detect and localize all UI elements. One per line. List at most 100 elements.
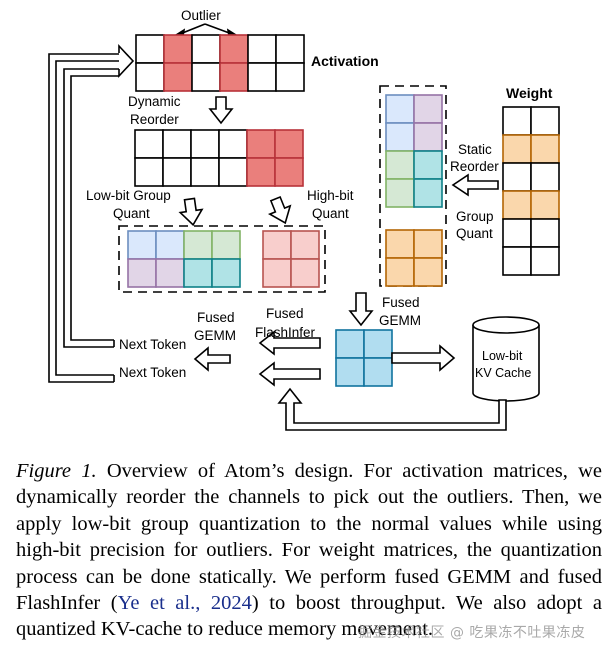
quantized-weight-blocks [385,94,443,287]
kv-cache-label-line2: KV Cache [475,366,531,380]
weight-orange-cell [385,229,415,259]
activation-cell [134,157,164,187]
activation-cell [190,157,220,187]
low-bit-teal-cell [211,258,241,288]
fused-gemm-right-label-line2: GEMM [379,313,421,328]
group-quant-label-line2: Quant [456,226,493,241]
weight-outlier-cell [502,190,532,220]
outlier-cell [219,34,249,64]
weight-label: Weight [506,85,553,101]
outlier-cell [163,62,193,92]
output-cell [363,357,393,387]
group-quant-label-line1: Group [456,209,494,224]
output-matrix [335,329,393,387]
low-bit-group-quant-label-line2: Quant [113,206,150,221]
outlier-cell [246,129,276,159]
weight-purple-cell [413,122,443,152]
high-bit-cell [262,258,292,288]
fused-gemm-down-arrow-icon [348,292,374,327]
dynamic-reorder-arrow-icon [208,96,234,125]
outlier-cell [246,157,276,187]
fused-flashinfer-label-line1: Fused [266,306,304,321]
fused-gemm-left-label-line1: Fused [197,310,235,325]
outlier-cell [274,157,304,187]
output-cell [335,357,365,387]
high-bit-outlier-block [262,230,320,288]
flashinfer-arrow-upper-icon [258,330,321,356]
activation-cell [190,129,220,159]
activation-label: Activation [311,53,379,69]
kv-cache-label-line1: Low-bit [482,349,523,363]
activation-cell [135,34,165,64]
activation-cell [162,157,192,187]
activation-cell [135,62,165,92]
weight-orange-cell [413,257,443,287]
weight-outlier-cell [530,190,560,220]
high-bit-quant-arrow-icon [267,195,292,225]
fused-flashinfer-label-line2: FlashInfer [255,325,316,340]
next-token-feedback-loop [48,53,119,383]
activation-cell [247,34,277,64]
caption-text-before-citation: Overview of Atom’s design. For activatio… [16,460,602,615]
weight-teal-cell [413,178,443,208]
low-bit-purple-cell [155,258,185,288]
activation-cell [275,62,305,92]
static-reorder-arrow-icon [451,173,499,197]
weight-teal-cell [413,150,443,180]
activation-cell [162,129,192,159]
weight-orange-cell [385,257,415,287]
high-bit-cell [290,230,320,260]
fused-gemm-left-arrow-icon [193,346,231,372]
low-bit-purple-cell [127,258,157,288]
activation-input-arrow-icon [118,43,135,79]
atom-design-diagram: Outlier Activation Dynamic Reorder Low-b… [48,8,560,431]
dynamic-reorder-label-line2: Reorder [130,112,179,127]
low-bit-group-quant-label-line1: Low-bit Group [86,188,171,203]
caption-text-after-citation: ) to boost throughput. We also adopt a q… [16,592,602,641]
outlier-cell [274,129,304,159]
outlier-cell [163,34,193,64]
kv-cache-return-arrow-icon [277,387,507,431]
weight-cell [530,218,560,248]
weight-cell [502,162,532,192]
quantized-weight-group-box [379,85,447,287]
kv-cache-cylinder-icon [472,316,540,402]
activation-cell [134,129,164,159]
citation-link[interactable]: Ye et al., 2024 [117,592,252,615]
quantized-activation-group-box [118,225,326,293]
activation-matrix [135,34,305,92]
weight-outlier-cell [502,134,532,164]
high-bit-quant-label-line1: High-bit [307,188,354,203]
weight-cell [530,162,560,192]
weight-cell [502,246,532,276]
figure-label: Figure 1. [16,460,97,482]
low-bit-group-blocks [127,230,241,288]
weight-cell [502,106,532,136]
low-bit-blue-cell [155,230,185,260]
activation-cell [218,129,248,159]
activation-cell [191,62,221,92]
output-cell [335,329,365,359]
low-bit-green-cell [183,230,213,260]
outlier-label: Outlier [181,8,221,23]
static-reorder-label-line2: Reorder [450,159,499,174]
low-bit-blue-cell [127,230,157,260]
weight-cell [530,106,560,136]
activation-cell [218,157,248,187]
flashinfer-arrow-lower-icon [258,361,321,387]
dynamic-reorder-label-line1: Dynamic [128,94,181,109]
weight-purple-cell [413,94,443,124]
fused-gemm-right-label-line1: Fused [382,295,420,310]
high-bit-quant-label-line2: Quant [312,206,349,221]
outlier-cell [219,62,249,92]
weight-blue-cell [385,122,415,152]
weight-cell [530,246,560,276]
static-reorder-label-line1: Static [458,142,492,157]
activation-cell [247,62,277,92]
weight-outlier-cell [530,134,560,164]
next-token-label-2: Next Token [119,365,186,380]
high-bit-cell [262,230,292,260]
weight-green-cell [385,178,415,208]
weight-blue-cell [385,94,415,124]
kv-cache-arrow-icon [391,344,456,372]
